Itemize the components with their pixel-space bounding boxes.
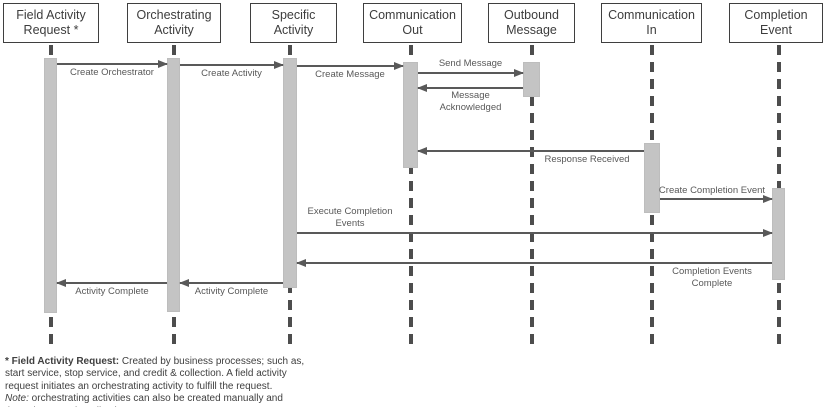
message-arrow: [418, 87, 523, 89]
footnote-note-label: Note:: [5, 393, 29, 405]
message-label: Response Received: [544, 154, 630, 165]
message-label: Create Message: [315, 69, 385, 80]
message-arrow: [297, 262, 772, 264]
message-arrow: [180, 282, 283, 284]
activation-communication-out: [403, 62, 418, 168]
message-arrow: [180, 64, 283, 66]
activation-field-activity-request: [44, 58, 57, 313]
lifeline-head-orchestrating-activity: Orchestrating Activity: [127, 3, 221, 43]
activation-outbound-message: [523, 62, 540, 97]
lifeline-outbound-message: [529, 45, 534, 345]
message-arrow: [660, 198, 772, 200]
message-label: Create Activity: [201, 68, 262, 79]
message-label: Completion Events Complete: [672, 266, 752, 289]
lifeline-head-completion-event: Completion Event: [729, 3, 823, 43]
message-arrow: [418, 72, 523, 74]
footnote: * Field Activity Request: Created by bus…: [5, 343, 415, 407]
lifeline-head-specific-activity: Specific Activity: [250, 3, 337, 43]
message-label: Activity Complete: [75, 286, 149, 297]
activation-communication-in: [644, 143, 660, 213]
footnote-bold-lead: * Field Activity Request:: [5, 355, 120, 367]
lifeline-head-communication-in: Communication In: [601, 3, 702, 43]
message-label: Create Completion Event: [658, 185, 766, 196]
message-label: Create Orchestrator: [70, 67, 154, 78]
message-label: Message Acknowledged: [439, 90, 502, 113]
footnote-body: Created by business processes; such as, …: [5, 355, 305, 392]
activation-orchestrating-activity: [167, 58, 180, 312]
message-arrow: [297, 65, 403, 67]
footnote-note-body: orchestrating activities can also be cre…: [5, 393, 283, 407]
lifeline-head-communication-out: Communication Out: [363, 3, 462, 43]
activation-specific-activity: [283, 58, 297, 288]
lifeline-communication-out: [408, 45, 413, 345]
message-label: Send Message: [438, 58, 503, 69]
message-arrow: [297, 232, 772, 234]
message-label: Activity Complete: [194, 286, 269, 297]
message-arrow: [57, 282, 167, 284]
footnote-note: Note: orchestrating activities can also …: [5, 393, 415, 407]
message-label: Execute Completion Events: [307, 206, 393, 229]
message-arrow: [57, 63, 167, 65]
lifeline-head-field-activity-request: Field Activity Request *: [3, 3, 99, 43]
message-arrow: [418, 150, 644, 152]
lifeline-head-outbound-message: Outbound Message: [488, 3, 575, 43]
